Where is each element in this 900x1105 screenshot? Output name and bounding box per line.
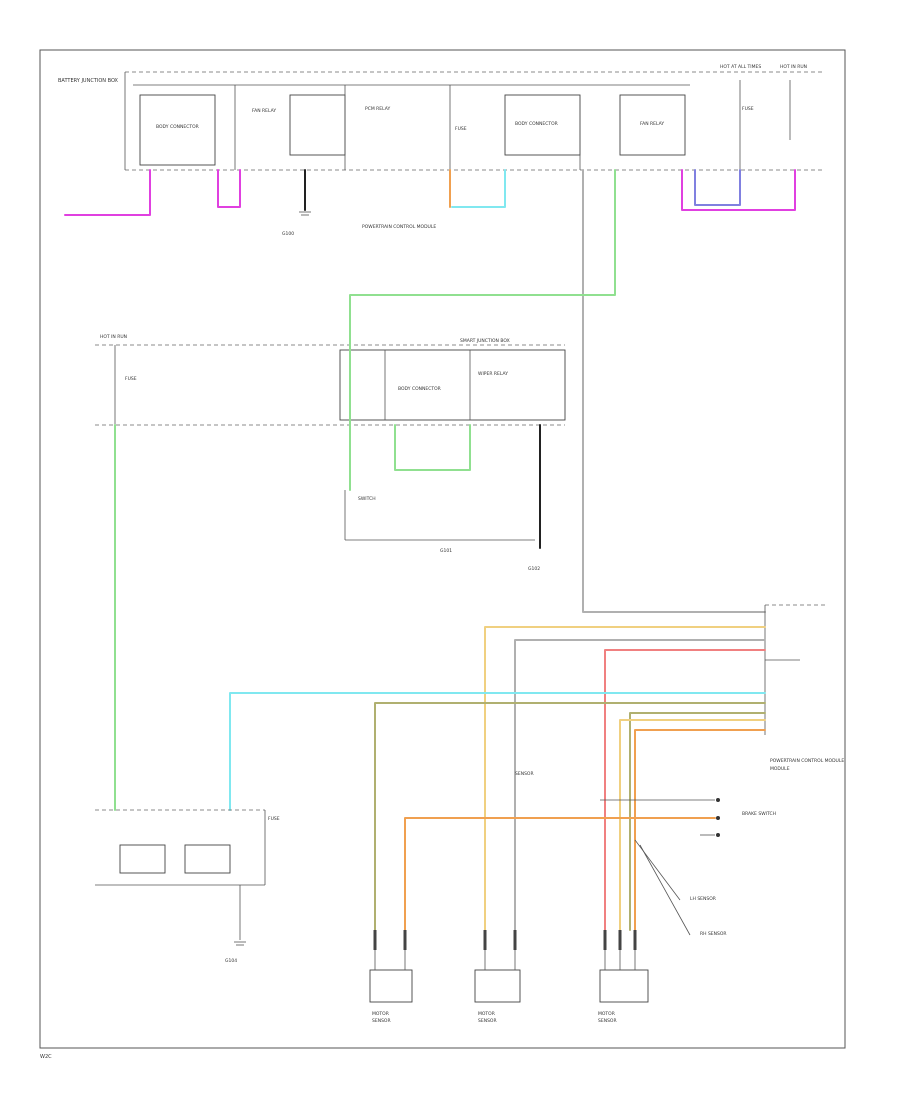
footer-code: W2C — [40, 1054, 52, 1060]
wire-cyan-top — [451, 169, 506, 208]
wire-gray-pcm — [514, 639, 766, 931]
motor-3: MOTOR SENSOR — [598, 969, 649, 1024]
sensor-notes: LH SENSOR RH SENSOR — [634, 839, 727, 937]
wire-pink-loop — [217, 169, 241, 208]
wire-red-pcm — [604, 649, 766, 931]
hot-in-run-2-label: HOT IN RUN — [100, 334, 127, 340]
motor-leads — [374, 950, 636, 970]
middle-junction-block: SMART JUNCTION BOX BODY CONNECTOR WIPER … — [95, 334, 566, 426]
fuse-c-label: FUSE — [125, 376, 137, 382]
svg-text:MOTOR: MOTOR — [598, 1011, 615, 1017]
battery-junction-label: BATTERY JUNCTION BOX — [58, 78, 119, 84]
bottom-left-block: FUSE G104 — [95, 809, 280, 964]
pcm-note-top: POWERTRAIN CONTROL MODULE — [362, 224, 436, 230]
hot-in-run-label: HOT IN RUN — [780, 64, 807, 70]
pcm-module-b-label: MODULE — [770, 766, 790, 772]
wire-gray-long — [582, 169, 766, 613]
svg-text:G101: G101 — [440, 548, 452, 554]
wire-blue-right — [694, 169, 741, 206]
wire-olive-pcm — [374, 702, 766, 931]
svg-text:BRAKE SWITCH: BRAKE SWITCH — [742, 811, 776, 817]
brake-switch-group: BRAKE SWITCH SENSOR — [515, 771, 776, 837]
pcm-label: POWERTRAIN CONTROL MODULE — [770, 758, 844, 764]
svg-text:SENSOR: SENSOR — [372, 1018, 391, 1024]
wire-tan-pcm-2 — [619, 719, 766, 931]
top-relay-label-3: FAN RELAY — [640, 121, 664, 127]
motor-connector-stubs — [373, 930, 637, 950]
svg-text:SENSOR: SENSOR — [478, 1018, 497, 1024]
top-relay-box-2 — [289, 94, 346, 156]
top-relay-label-1: FAN RELAY — [252, 108, 276, 114]
top-fuse-label-b: FUSE — [742, 106, 754, 112]
top-relay-box-1 — [139, 94, 216, 166]
motor-1: MOTOR SENSOR — [369, 969, 413, 1024]
top-fuse-label-a: FUSE — [455, 126, 467, 132]
svg-text:FUSE: FUSE — [268, 816, 280, 822]
motor-2: MOTOR SENSOR — [474, 969, 521, 1024]
hot-at-all-times-label: HOT AT ALL TIMES — [720, 64, 761, 70]
pcm-connector-block: POWERTRAIN CONTROL MODULE MODULE — [764, 604, 844, 772]
svg-text:SENSOR: SENSOR — [515, 771, 534, 777]
middle-switch-group: SWITCH G101 G102 — [344, 490, 540, 572]
center-connector-label: BODY CONNECTOR — [398, 386, 441, 392]
wire-green-top — [349, 169, 616, 331]
wire-pink-left — [64, 169, 151, 216]
svg-text:LH SENSOR: LH SENSOR — [690, 896, 716, 902]
wire-cyan-pcm — [229, 692, 766, 811]
top-junction-block: BATTERY JUNCTION BOX BODY CONNECTOR FAN … — [58, 64, 825, 171]
svg-text:RH SENSOR: RH SENSOR — [700, 931, 727, 937]
windshield-relay-label: WIPER RELAY — [478, 371, 508, 377]
svg-text:G104: G104 — [225, 958, 237, 964]
wire-orange-pcm — [634, 729, 766, 931]
ground-symbol-1: G100 — [282, 211, 311, 237]
diagram-border — [39, 49, 846, 1049]
wire-tan-pcm — [484, 626, 766, 931]
wire-orange-brake — [404, 817, 716, 931]
top-relay-label-2: PCM RELAY — [365, 106, 390, 112]
svg-text:SENSOR: SENSOR — [598, 1018, 617, 1024]
wire-pink-right — [681, 169, 796, 211]
wire-olive-pcm-2 — [629, 712, 766, 931]
top-connector-label-2: BODY CONNECTOR — [515, 121, 558, 127]
wire-green-loop — [394, 424, 471, 471]
svg-text:G102: G102 — [528, 566, 540, 572]
svg-text:G100: G100 — [282, 231, 294, 237]
top-relay-box-4 — [619, 94, 686, 156]
smart-junction-label: SMART JUNCTION BOX — [460, 338, 510, 344]
svg-text:MOTOR: MOTOR — [372, 1011, 389, 1017]
svg-text:MOTOR: MOTOR — [478, 1011, 495, 1017]
svg-text:SWITCH: SWITCH — [358, 496, 376, 502]
top-connector-label-1: BODY CONNECTOR — [156, 124, 199, 130]
